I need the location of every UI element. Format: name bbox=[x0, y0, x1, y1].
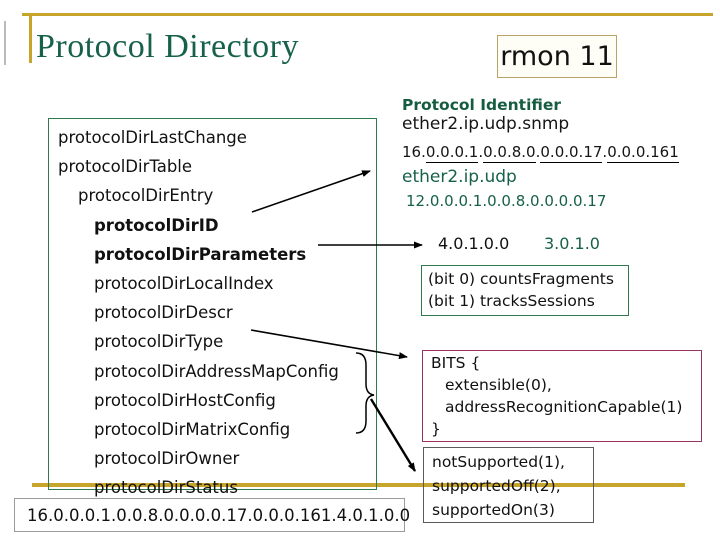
oid-prefix: 16. bbox=[402, 143, 426, 161]
bit-line: (bit 1) tracksSessions bbox=[428, 292, 595, 310]
oid-group-ip: 0.0.8.0 bbox=[483, 143, 536, 163]
page-title: Protocol Directory bbox=[36, 28, 299, 65]
tree-item: protocolDirMatrixConfig bbox=[94, 419, 291, 439]
bits-line: BITS { bbox=[431, 354, 481, 372]
tree-item: protocolDirStatus bbox=[94, 478, 238, 498]
type-bits-definition-box: BITS { extensible(0), addressRecognition… bbox=[422, 350, 702, 442]
tree-item: protocolDirLastChange bbox=[58, 128, 247, 147]
oid-sep: . bbox=[602, 143, 608, 161]
left-gray-accent bbox=[4, 21, 6, 65]
tree-item-protocol-dir-id: protocolDirID bbox=[94, 215, 219, 235]
identifier-oid-full: 16.0.0.0.1.0.0.8.0.0.0.0.17.0.0.0.161 bbox=[402, 143, 679, 163]
tree-item: protocolDirEntry bbox=[78, 186, 214, 206]
protocol-dir-tree-box: protocolDirLastChange protocolDirTable p… bbox=[48, 118, 377, 497]
tree-item: protocolDirHostConfig bbox=[94, 390, 276, 410]
identifier-example-full: ether2.ip.udp.snmp bbox=[402, 114, 570, 134]
protocol-identifier-heading: Protocol Identifier bbox=[402, 96, 562, 114]
bottom-gold-rule bbox=[32, 483, 685, 487]
config-status-values-box: notSupported(1), supportedOff(2), suppor… bbox=[423, 447, 594, 523]
full-oid-example: 16.0.0.0.1.0.0.8.0.0.0.0.17.0.0.0.161.4.… bbox=[27, 505, 411, 525]
status-line: notSupported(1), bbox=[432, 453, 565, 471]
arrow-brace-to-status-box bbox=[369, 398, 417, 472]
bits-line: extensible(0), bbox=[445, 376, 552, 394]
status-line: supportedOn(3) bbox=[432, 501, 555, 519]
bits-line: } bbox=[431, 420, 441, 438]
identifier-oid-partial: 12.0.0.0.1.0.0.8.0.0.0.0.17 bbox=[406, 192, 607, 210]
oid-sep: . bbox=[478, 143, 484, 161]
tree-item: protocolDirLocalIndex bbox=[94, 273, 274, 293]
identifier-example-partial: ether2.ip.udp bbox=[402, 167, 517, 187]
tree-item-protocol-dir-parameters: protocolDirParameters bbox=[94, 244, 307, 264]
top-gold-rule bbox=[22, 13, 713, 16]
full-oid-example-box: 16.0.0.0.1.0.0.8.0.0.0.0.17.0.0.0.161.4.… bbox=[14, 498, 410, 532]
oid-group-snmp: 0.0.0.161 bbox=[607, 143, 679, 163]
oid-group-ether2: 0.0.0.1 bbox=[425, 143, 479, 163]
tree-item: protocolDirAddressMapConfig bbox=[94, 361, 339, 381]
oid-group-udp: 0.0.0.17 bbox=[540, 143, 603, 163]
parameters-value-black: 4.0.1.0.0 bbox=[438, 234, 510, 253]
page-number-badge: rmon 11 bbox=[497, 35, 617, 78]
parameter-bits-box: (bit 0) countsFragments (bit 1) tracksSe… bbox=[421, 265, 629, 316]
parameters-value-green: 3.0.1.0 bbox=[544, 234, 600, 253]
left-gold-rule bbox=[29, 13, 32, 63]
bit-line: (bit 0) countsFragments bbox=[428, 270, 614, 288]
tree-item: protocolDirOwner bbox=[94, 449, 240, 469]
bits-line: addressRecognitionCapable(1) bbox=[445, 398, 683, 416]
tree-item: protocolDirDescr bbox=[94, 303, 233, 323]
status-line: supportedOff(2), bbox=[432, 477, 561, 495]
oid-sep: . bbox=[535, 143, 541, 161]
tree-item-protocol-dir-type: protocolDirType bbox=[94, 332, 224, 352]
tree-item: protocolDirTable bbox=[58, 157, 193, 177]
